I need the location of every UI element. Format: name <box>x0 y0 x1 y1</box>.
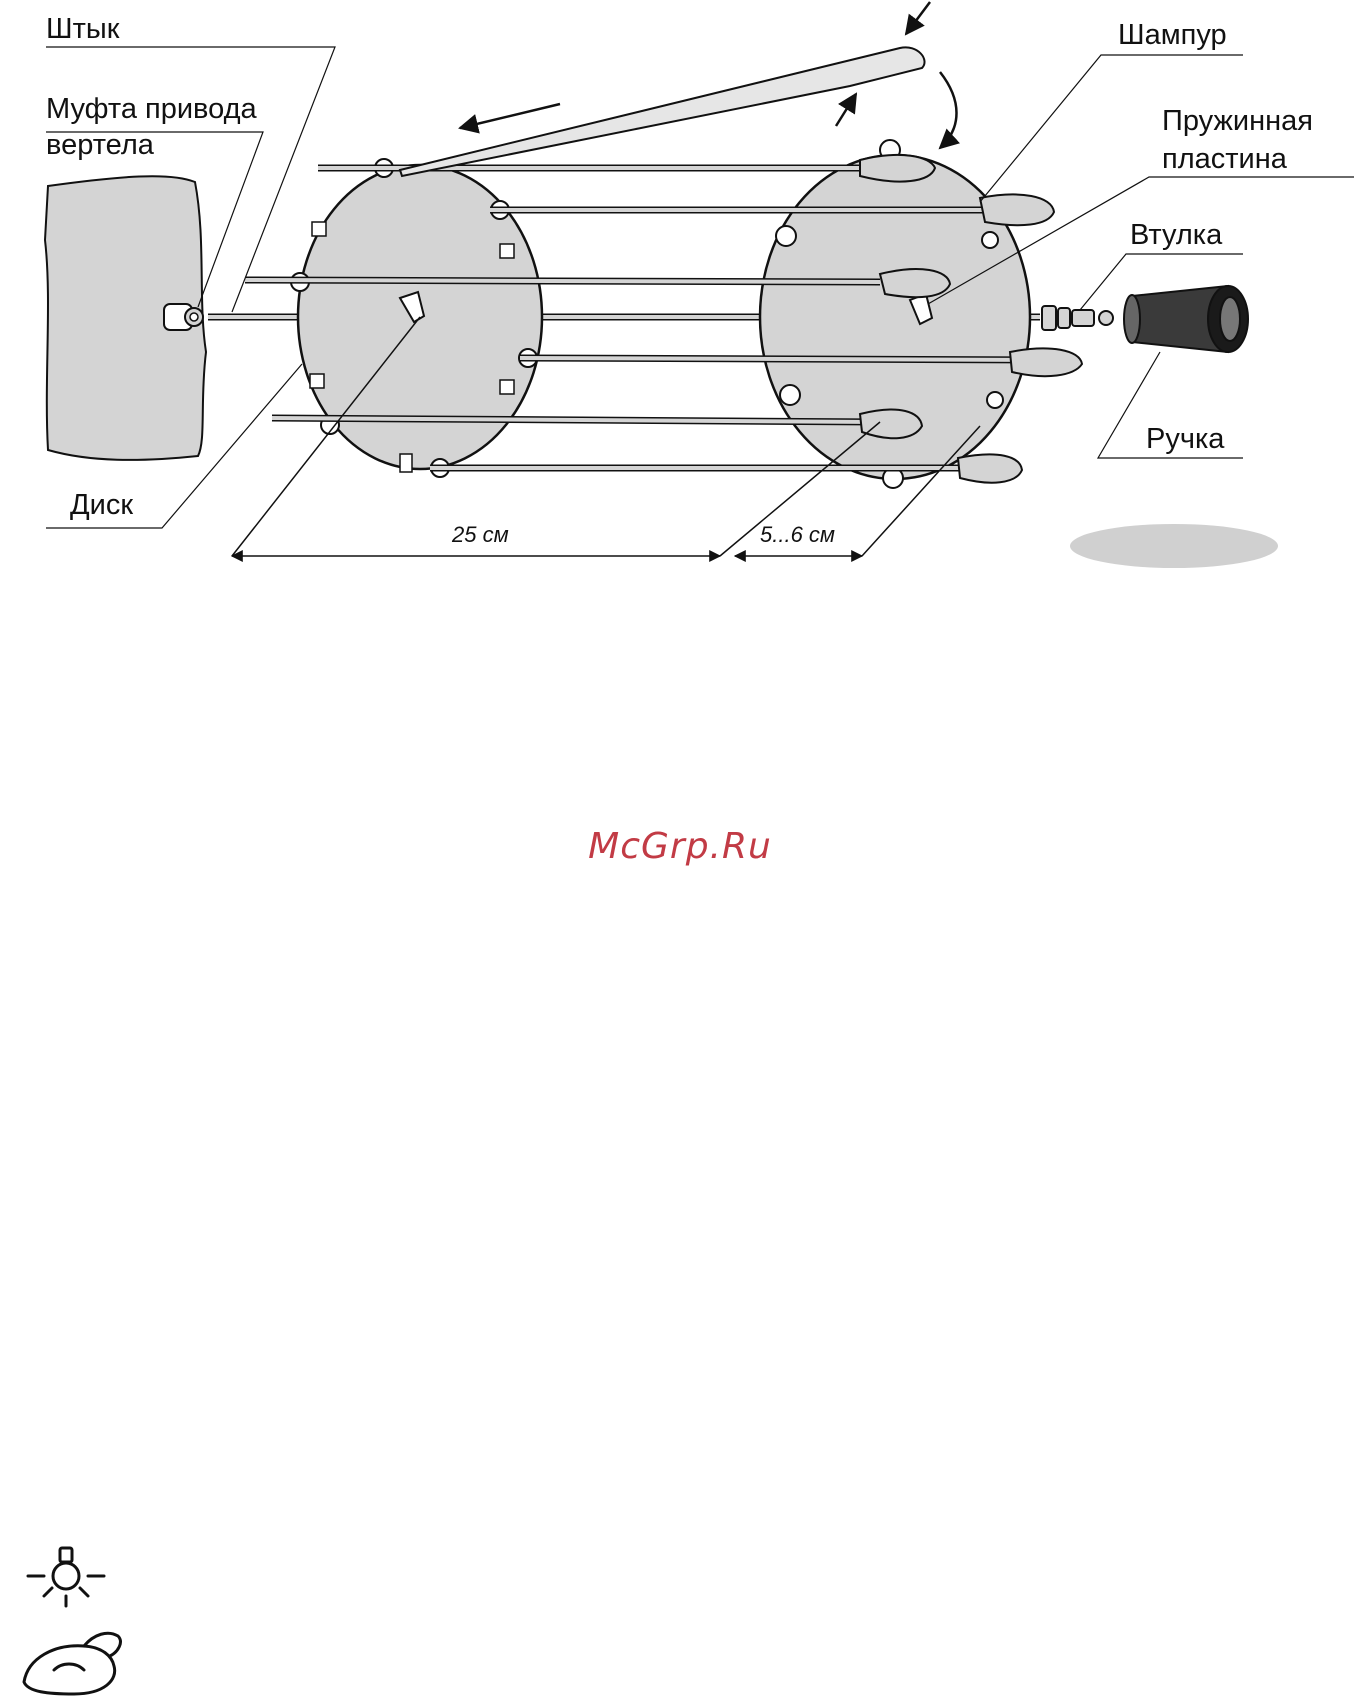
label-bayonet: Штык <box>46 14 119 44</box>
lamp-icon <box>22 1540 112 1610</box>
dimension-disc-offset: 5...6 см <box>760 522 835 548</box>
arrow-up <box>836 94 856 126</box>
label-handle: Ручка <box>1146 424 1224 454</box>
label-bushing: Втулка <box>1130 220 1222 250</box>
watermark: McGrp.Ru <box>520 826 840 867</box>
arrow-left <box>460 104 560 128</box>
skewer-rod <box>245 280 880 282</box>
label-spring-plate-2: пластина <box>1162 144 1287 174</box>
skewer-rod <box>272 418 880 422</box>
roast-chicken-icon <box>14 1622 134 1699</box>
rotisserie-diagram <box>0 0 1354 600</box>
label-skewer: Шампур <box>1118 20 1227 50</box>
arrow-curved <box>940 72 957 148</box>
handle <box>1124 286 1248 352</box>
skewer-rod <box>520 358 1060 360</box>
label-drive-coupling-1: Муфта привода <box>46 94 257 124</box>
label-disc: Диск <box>70 490 133 520</box>
shadow-ellipse <box>1070 524 1278 568</box>
label-drive-coupling-2: вертела <box>46 130 154 160</box>
dimension-between-discs: 25 см <box>452 522 509 548</box>
label-spring-plate-1: Пружинная <box>1162 106 1313 136</box>
arrow-down <box>906 2 930 34</box>
bushing <box>1042 306 1113 330</box>
drive-coupling <box>164 304 203 330</box>
